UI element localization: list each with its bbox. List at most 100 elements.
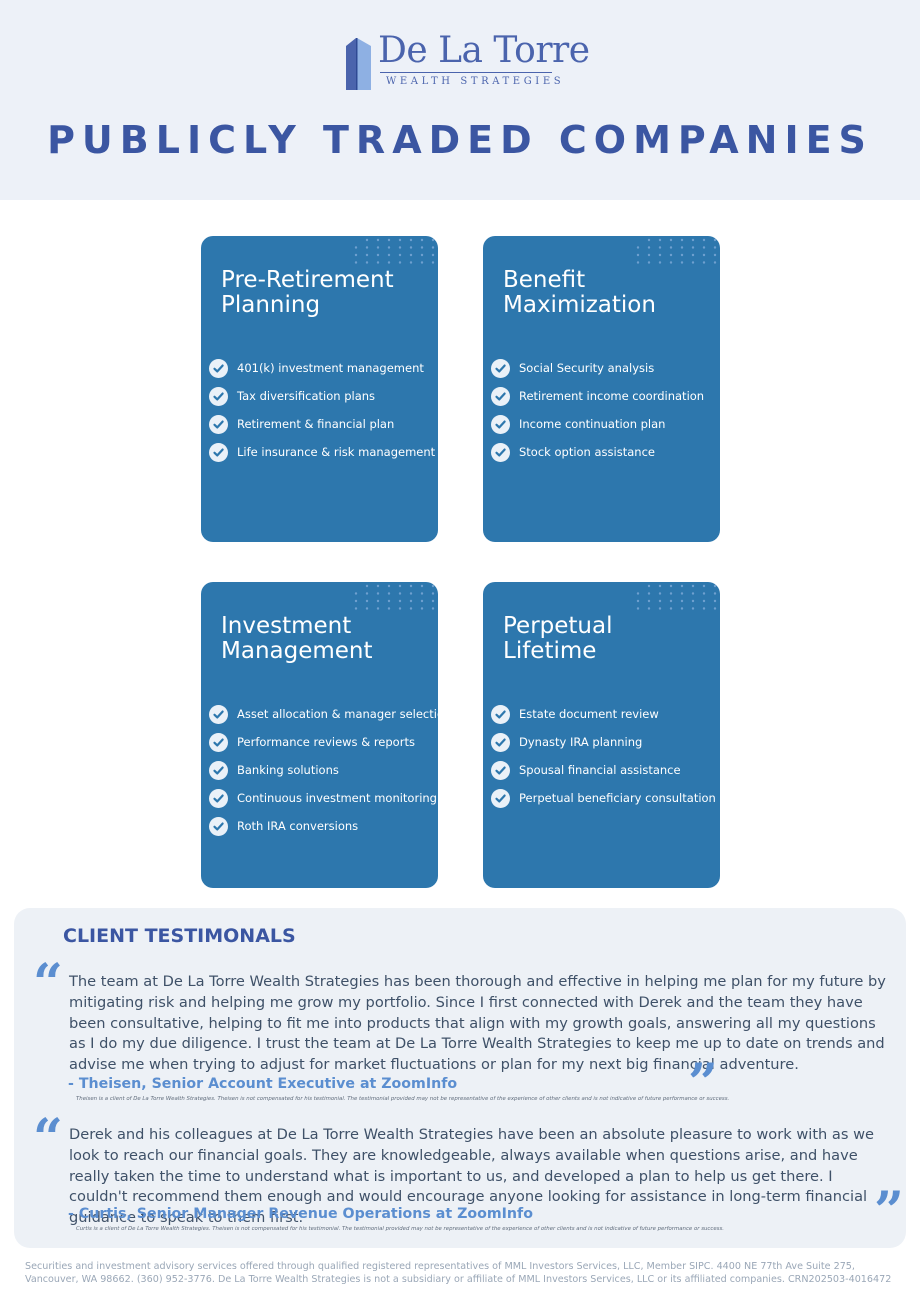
- decor-dot: [387, 584, 391, 588]
- testimonial-disclaimer: Theisen is a client of De La Torre Wealt…: [76, 1096, 730, 1102]
- decor-dot: [658, 599, 662, 603]
- decor-dot: [387, 599, 391, 603]
- decor-dot: [669, 238, 673, 242]
- list-item: Asset allocation & manager selection: [209, 700, 438, 728]
- decor-dot: [702, 607, 706, 610]
- list-item-label: Banking solutions: [237, 763, 339, 777]
- decor-dot: [365, 584, 369, 588]
- decor-dot: [365, 253, 369, 257]
- decor-dot: [680, 261, 684, 264]
- decor-dot: [365, 261, 369, 264]
- decor-dot: [420, 592, 424, 595]
- card-title: Perpetual Lifetime: [503, 613, 613, 664]
- list-item: Perpetual beneficiary consultation: [491, 784, 716, 812]
- decor-dot: [658, 584, 662, 588]
- checkmark-icon: [209, 816, 228, 836]
- list-item: Performance reviews & reports: [209, 728, 438, 756]
- checkmark-icon: [491, 760, 510, 780]
- checkmark-icon: [209, 760, 228, 780]
- card-item-list: Estate document review Dynasty IRA plann…: [491, 700, 716, 812]
- card-investment-management: Investment Management Asset allocation &…: [201, 582, 438, 888]
- decor-dot: [691, 238, 695, 242]
- decor-dot: [636, 599, 640, 603]
- decor-dot: [691, 584, 695, 588]
- decor-dot: [398, 584, 402, 588]
- card-item-list: Social Security analysis Retirement inco…: [491, 354, 704, 466]
- decor-dot: [669, 253, 673, 257]
- checkmark-icon: [209, 442, 228, 462]
- card-item-list: Asset allocation & manager selection Per…: [209, 700, 438, 840]
- list-item: Estate document review: [491, 700, 716, 728]
- dot-pattern-decoration: [354, 238, 435, 264]
- decor-dot: [409, 238, 413, 242]
- decor-dot: [702, 253, 706, 257]
- decor-dot: [387, 592, 391, 595]
- decor-dot: [365, 592, 369, 595]
- decor-dot: [376, 599, 380, 603]
- decor-dot: [409, 599, 413, 603]
- list-item: Banking solutions: [209, 756, 438, 784]
- decor-dot: [713, 238, 717, 242]
- checkmark-icon: [491, 414, 510, 434]
- decor-dot: [713, 253, 717, 257]
- decor-dot: [376, 253, 380, 257]
- list-item-label: Roth IRA conversions: [237, 819, 359, 833]
- list-item: Roth IRA conversions: [209, 812, 438, 840]
- decor-dot: [691, 246, 695, 249]
- decor-dot: [376, 607, 380, 610]
- testimonial-disclaimer: Curtis is a client of De La Torre Wealth…: [76, 1226, 724, 1232]
- decor-dot: [691, 253, 695, 257]
- decor-dot: [680, 592, 684, 595]
- decor-dot: [409, 246, 413, 249]
- decor-dot: [431, 607, 435, 610]
- list-item: Dynasty IRA planning: [491, 728, 716, 756]
- list-item-label: Retirement & financial plan: [237, 417, 395, 431]
- decor-dot: [680, 246, 684, 249]
- list-item-label: Dynasty IRA planning: [519, 735, 643, 749]
- decor-dot: [387, 607, 391, 610]
- list-item: Retirement income coordination: [491, 382, 704, 410]
- brand-name: De La Torre: [378, 30, 590, 71]
- list-item: Continuous investment monitoring: [209, 784, 438, 812]
- decor-dot: [409, 607, 413, 610]
- decor-dot: [409, 592, 413, 595]
- decor-dot: [647, 246, 651, 249]
- decor-dot: [387, 253, 391, 257]
- checkmark-icon: [209, 414, 228, 434]
- decor-dot: [669, 246, 673, 249]
- checkmark-icon: [491, 788, 510, 808]
- decor-dot: [409, 253, 413, 257]
- decor-dot: [658, 592, 662, 595]
- checkmark-icon: [209, 386, 228, 406]
- list-item-label: Performance reviews & reports: [237, 735, 415, 749]
- decor-dot: [387, 246, 391, 249]
- decor-dot: [647, 253, 651, 257]
- brand-logo[interactable]: De La Torre WEALTH STRATEGIES: [344, 30, 590, 92]
- testimonial-quote: Derek and his colleagues at De La Torre …: [69, 1126, 875, 1227]
- card-pre-retirement-planning: Pre-Retirement Planning 401(k) investmen…: [201, 236, 438, 542]
- decor-dot: [647, 584, 651, 588]
- list-item-label: Stock option assistance: [519, 445, 655, 459]
- decor-dot: [636, 246, 640, 249]
- decor-dot: [680, 607, 684, 610]
- decor-dot: [669, 261, 673, 264]
- decor-dot: [702, 592, 706, 595]
- decor-dot: [669, 607, 673, 610]
- decor-dot: [354, 261, 358, 264]
- list-item-label: Continuous investment monitoring: [237, 791, 437, 805]
- decor-dot: [398, 607, 402, 610]
- decor-dot: [647, 599, 651, 603]
- decor-dot: [669, 599, 673, 603]
- brand-divider: [380, 72, 552, 73]
- list-item-label: Retirement income coordination: [519, 389, 705, 403]
- checkmark-icon: [209, 358, 228, 378]
- decor-dot: [658, 253, 662, 257]
- decor-dot: [713, 607, 717, 610]
- list-item-label: Income continuation plan: [519, 417, 666, 431]
- brand-tagline: WEALTH STRATEGIES: [386, 76, 565, 87]
- decor-dot: [702, 599, 706, 603]
- decor-dot: [702, 584, 706, 588]
- decor-dot: [636, 253, 640, 257]
- decor-dot: [409, 584, 413, 588]
- decor-dot: [431, 592, 435, 595]
